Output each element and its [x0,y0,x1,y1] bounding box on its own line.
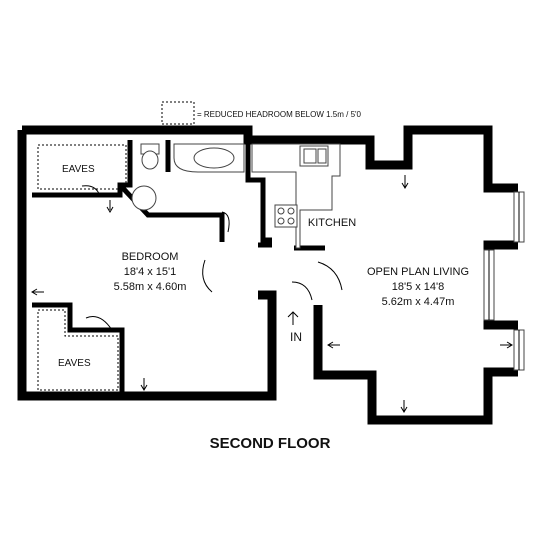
entrance-label: IN [290,330,302,344]
exterior-walls [17,125,518,425]
eaves-top-area [37,144,127,190]
living-metric: 5.62m x 4.47m [382,296,455,308]
up-arrow-icon [287,311,299,325]
living-name: OPEN PLAN LIVING [367,266,469,278]
eaves-top-label: EAVES [62,164,95,175]
bedroom-imperial: 18'4 x 15'1 [124,266,177,278]
reduced-headroom-legend-swatch [161,101,195,125]
windows [483,191,525,371]
eaves-bottom-area [37,309,119,391]
kitchen-label: KITCHEN [308,217,356,229]
bathroom-fixtures [131,143,245,211]
bedroom-name: BEDROOM [122,251,179,263]
kitchen-fixtures [251,143,341,249]
dimension-markers [31,175,513,413]
eaves-bottom-label: EAVES [58,358,91,369]
reduced-headroom-legend-text: = REDUCED HEADROOM BELOW 1.5m / 5'0 [197,110,362,119]
living-imperial: 18'5 x 14'8 [392,281,445,293]
doors [81,185,343,331]
bedroom-metric: 5.58m x 4.60m [114,281,187,293]
floor-title: SECOND FLOOR [210,435,331,452]
